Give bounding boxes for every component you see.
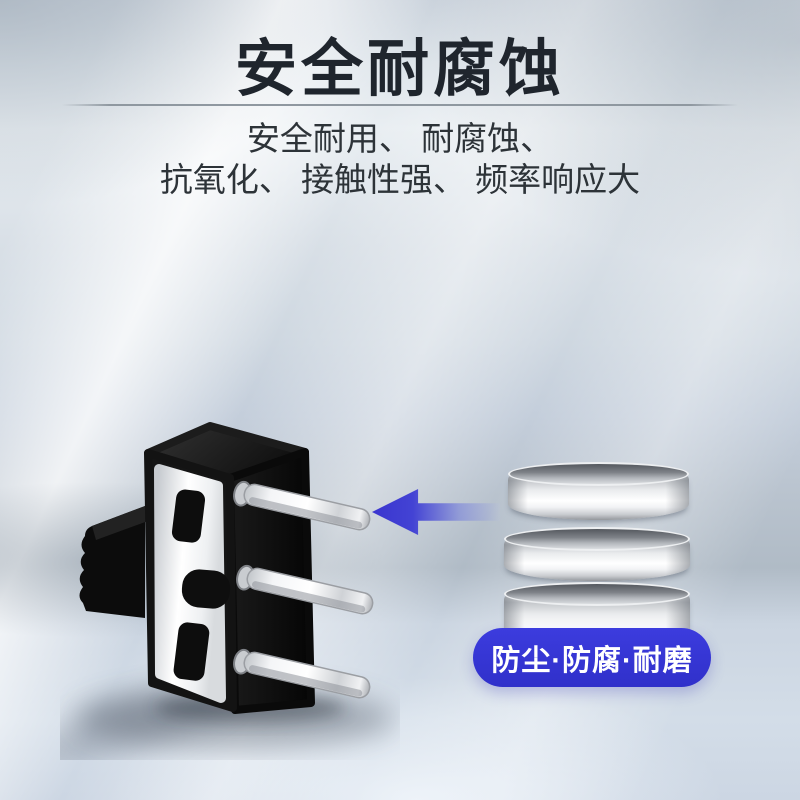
divider-line [62, 104, 738, 106]
feature-badge-label: 防尘·防腐·耐磨 [491, 644, 693, 677]
subtitle: 安全耐用、 耐腐蚀、 抗氧化、 接触性强、 频率响应大 [0, 118, 800, 200]
metal-disc-top [508, 462, 689, 486]
headline: 安全耐腐蚀 [234, 35, 565, 104]
metal-disc-top [504, 582, 690, 606]
metal-disc-stack-image [504, 462, 690, 662]
metal-disc [508, 462, 689, 520]
subtitle-line-1: 安全耐用、 耐腐蚀、 [246, 120, 554, 157]
metal-disc-top [504, 527, 690, 551]
metal-disc [504, 527, 690, 581]
slide-switch-image [60, 422, 395, 760]
subtitle-line-2: 抗氧化、 接触性强、 频率响应大 [159, 161, 641, 198]
feature-badge: 防尘·防腐·耐磨 [473, 628, 711, 687]
